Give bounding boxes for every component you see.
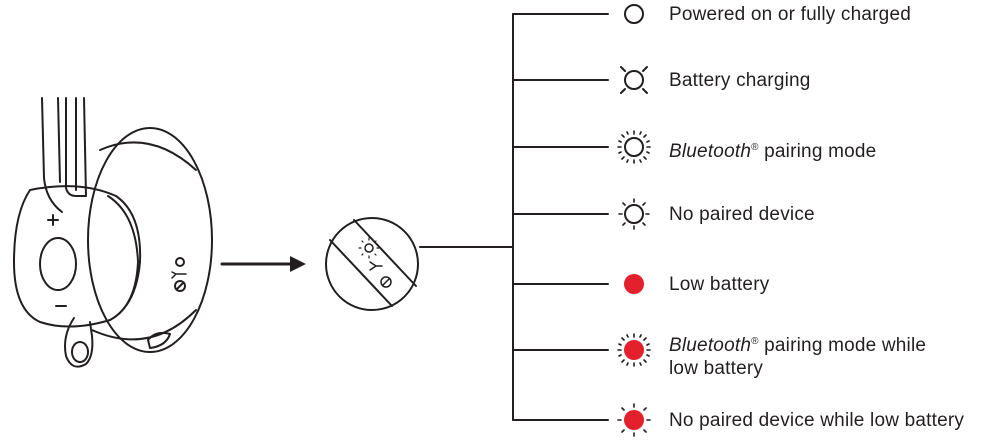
legend-text: No paired device while low battery (669, 410, 965, 431)
legend-label-powered: Powered on or fully charged (669, 3, 911, 26)
legend-text: pairing mode while (758, 335, 927, 356)
led-off-circle-icon (624, 4, 644, 24)
zoom-detail-circle (325, 217, 419, 311)
headset-illustration (13, 97, 213, 368)
connector-lines (419, 13, 609, 421)
red-led-solid-icon (624, 274, 644, 294)
legend-text: pairing mode (758, 141, 877, 162)
led-blink-icon (618, 198, 650, 230)
legend-label-no-paired: No paired device (669, 203, 815, 226)
led-slow-blink-icon (620, 66, 648, 94)
legend-text-line2: low battery (669, 358, 764, 379)
legend-text: Battery charging (669, 70, 811, 91)
legend-text: Powered on or fully charged (669, 4, 911, 25)
registered-mark: ® (751, 142, 759, 153)
legend-label-pairing: Bluetooth® pairing mode (669, 136, 876, 163)
legend-label-no-paired-low: No paired device while low battery (669, 409, 964, 432)
bluetooth-word: Bluetooth (669, 141, 752, 162)
bluetooth-word: Bluetooth (669, 335, 752, 356)
registered-mark: ® (751, 336, 759, 347)
legend-label-charging: Battery charging (669, 69, 811, 92)
red-led-blink-icon (617, 403, 651, 437)
legend-label-pairing-low: Bluetooth® pairing mode while low batter… (669, 330, 989, 380)
red-led-fast-blink-icon (617, 333, 651, 367)
legend-text: No paired device (669, 204, 815, 225)
led-fast-blink-icon (617, 130, 651, 164)
arrow-right-icon (220, 256, 306, 272)
legend-label-low-battery: Low battery (669, 273, 769, 296)
legend-text: Low battery (669, 274, 770, 295)
